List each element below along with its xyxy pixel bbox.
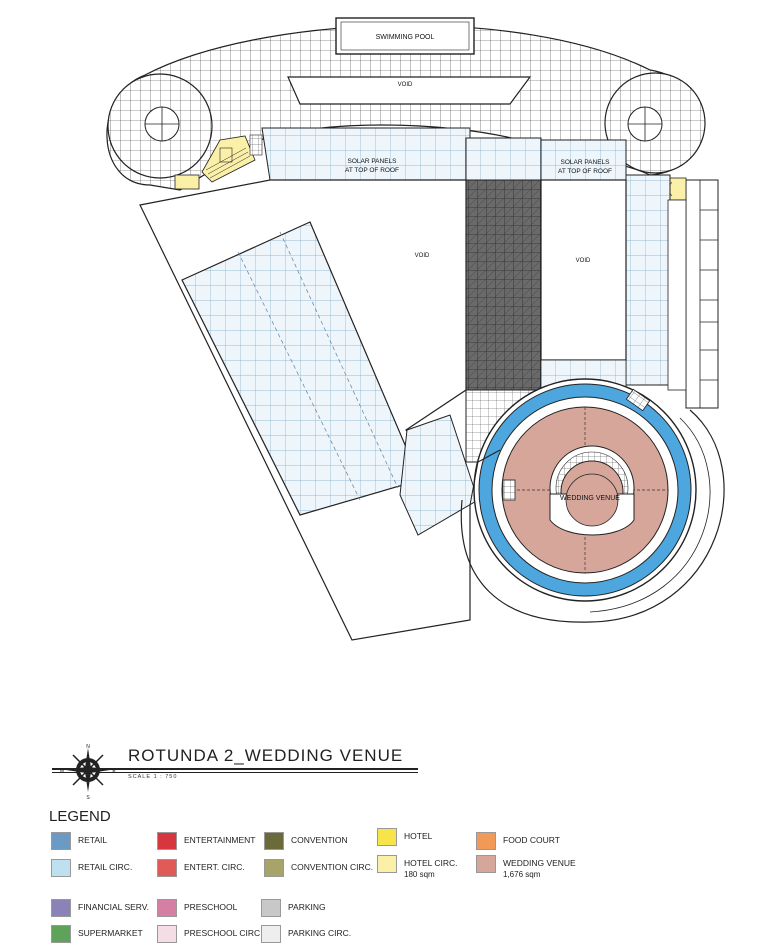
- legend-item-parking: PARKING: [261, 899, 326, 917]
- void-top: [287, 76, 532, 105]
- legend-item-retail: RETAIL: [51, 832, 107, 850]
- legend-swatch: [51, 859, 71, 877]
- legend-item-financial-serv: FINANCIAL SERV.: [51, 899, 149, 917]
- compass-rose-icon: N S W E: [60, 744, 116, 800]
- legend-item-entert-circ: ENTERT. CIRC.: [157, 859, 245, 877]
- legend-label: PRESCHOOL: [184, 902, 238, 912]
- legend-label: FINANCIAL SERV.: [78, 902, 150, 912]
- legend-label: ENTERT. CIRC.: [184, 862, 245, 872]
- legend-label: PRESCHOOL CIRC.: [184, 928, 263, 938]
- legend-swatch: [377, 855, 397, 873]
- void-top-label: VOID: [398, 82, 413, 88]
- legend-item-entertainment: ENTERTAINMENT: [157, 832, 255, 850]
- compass-e: E: [112, 768, 116, 774]
- void-right-label: VOID: [576, 258, 591, 264]
- drawing-title: ROTUNDA 2_WEDDING VENUE: [128, 746, 404, 765]
- solar-right-sub-label: AT TOP OF ROOF: [558, 168, 612, 175]
- legend-item-convention-circ: CONVENTION CIRC.: [264, 859, 373, 877]
- bridge-slab: [399, 414, 479, 536]
- floor-plan: SWIMMING POOL VOID SOLAR PANELS AT TOP O…: [106, 17, 725, 641]
- legend-item-convention: CONVENTION: [264, 832, 348, 850]
- void-right: [540, 179, 627, 361]
- legend-heading: LEGEND: [49, 808, 111, 825]
- solar-panels-right-band: [539, 139, 627, 181]
- right-service-strip: [685, 179, 719, 409]
- legend-label: PARKING: [288, 902, 326, 912]
- rotunda-stair-left: [502, 479, 516, 501]
- hotel-stair-lift: [174, 174, 200, 190]
- legend-label: HOTEL CIRC.: [404, 858, 458, 868]
- swimming-pool: [335, 17, 475, 55]
- legend-item-supermarket: SUPERMARKET: [51, 925, 143, 943]
- legend-item-wedding-venue: WEDDING VENUE 1,676 sqm: [476, 855, 576, 880]
- solar-panels-dark-strip: [465, 179, 542, 391]
- legend-item-retail-circ: RETAIL CIRC.: [51, 859, 132, 877]
- drawing-scale: SCALE 1 : 750: [128, 774, 178, 780]
- legend-label: CONVENTION: [291, 835, 348, 845]
- legend-swatch: [476, 832, 496, 850]
- void-mid-label: VOID: [415, 253, 430, 259]
- legend-swatch: [261, 899, 281, 917]
- legend-label: FOOD COURT: [503, 835, 560, 845]
- legend-label: SUPERMARKET: [78, 928, 143, 938]
- title-block: ROTUNDA 2_WEDDING VENUE: [128, 746, 403, 766]
- legend-item-food-court: FOOD COURT: [476, 832, 560, 850]
- legend-label: ENTERTAINMENT: [184, 835, 256, 845]
- legend-sublabel: 180 sqm: [404, 870, 435, 879]
- legend-swatch: [51, 899, 71, 917]
- compass-n: N: [86, 744, 90, 750]
- legend-item-preschool: PRESCHOOL: [157, 899, 237, 917]
- rotunda-stair-top: [625, 388, 651, 412]
- legend-swatch: [51, 925, 71, 943]
- legend-swatch: [157, 832, 177, 850]
- legend-label: CONVENTION CIRC.: [291, 862, 374, 872]
- compass-s: S: [86, 795, 90, 800]
- legend-swatch: [261, 925, 281, 943]
- legend-item-preschool-circ: PRESCHOOL CIRC.: [157, 925, 263, 943]
- legend-item-hotel: HOTEL: [377, 828, 432, 846]
- legend-sublabel: 1,676 sqm: [503, 870, 541, 879]
- legend-label: PARKING CIRC.: [288, 928, 352, 938]
- legend-swatch: [51, 832, 71, 850]
- solar-right-label: SOLAR PANELS: [560, 159, 610, 166]
- legend-swatch: [157, 859, 177, 877]
- legend-item-hotel-circ: HOTEL CIRC. 180 sqm: [377, 855, 458, 880]
- legend-label: RETAIL CIRC.: [78, 862, 133, 872]
- solar-left-label: SOLAR PANELS: [347, 158, 397, 165]
- legend-swatch: [264, 832, 284, 850]
- title-rule-thin: [52, 772, 418, 773]
- legend-swatch: [377, 828, 397, 846]
- legend-swatch: [264, 859, 284, 877]
- legend-label: RETAIL: [78, 835, 108, 845]
- legend-swatch: [157, 899, 177, 917]
- wedding-venue-label: WEDDING VENUE: [560, 495, 620, 502]
- compass-w: W: [60, 768, 65, 774]
- swimming-pool-label: SWIMMING POOL: [376, 34, 435, 41]
- right-circulation: [625, 174, 671, 386]
- legend-label: WEDDING VENUE: [503, 858, 576, 868]
- legend-swatch: [157, 925, 177, 943]
- legend-item-parking-circ: PARKING CIRC.: [261, 925, 351, 943]
- legend-label: HOTEL: [404, 831, 433, 841]
- solar-left-sub-label: AT TOP OF ROOF: [345, 167, 399, 174]
- title-rule: [52, 768, 418, 770]
- rotunda-outer-walkway: [460, 409, 725, 623]
- legend-swatch: [476, 855, 496, 873]
